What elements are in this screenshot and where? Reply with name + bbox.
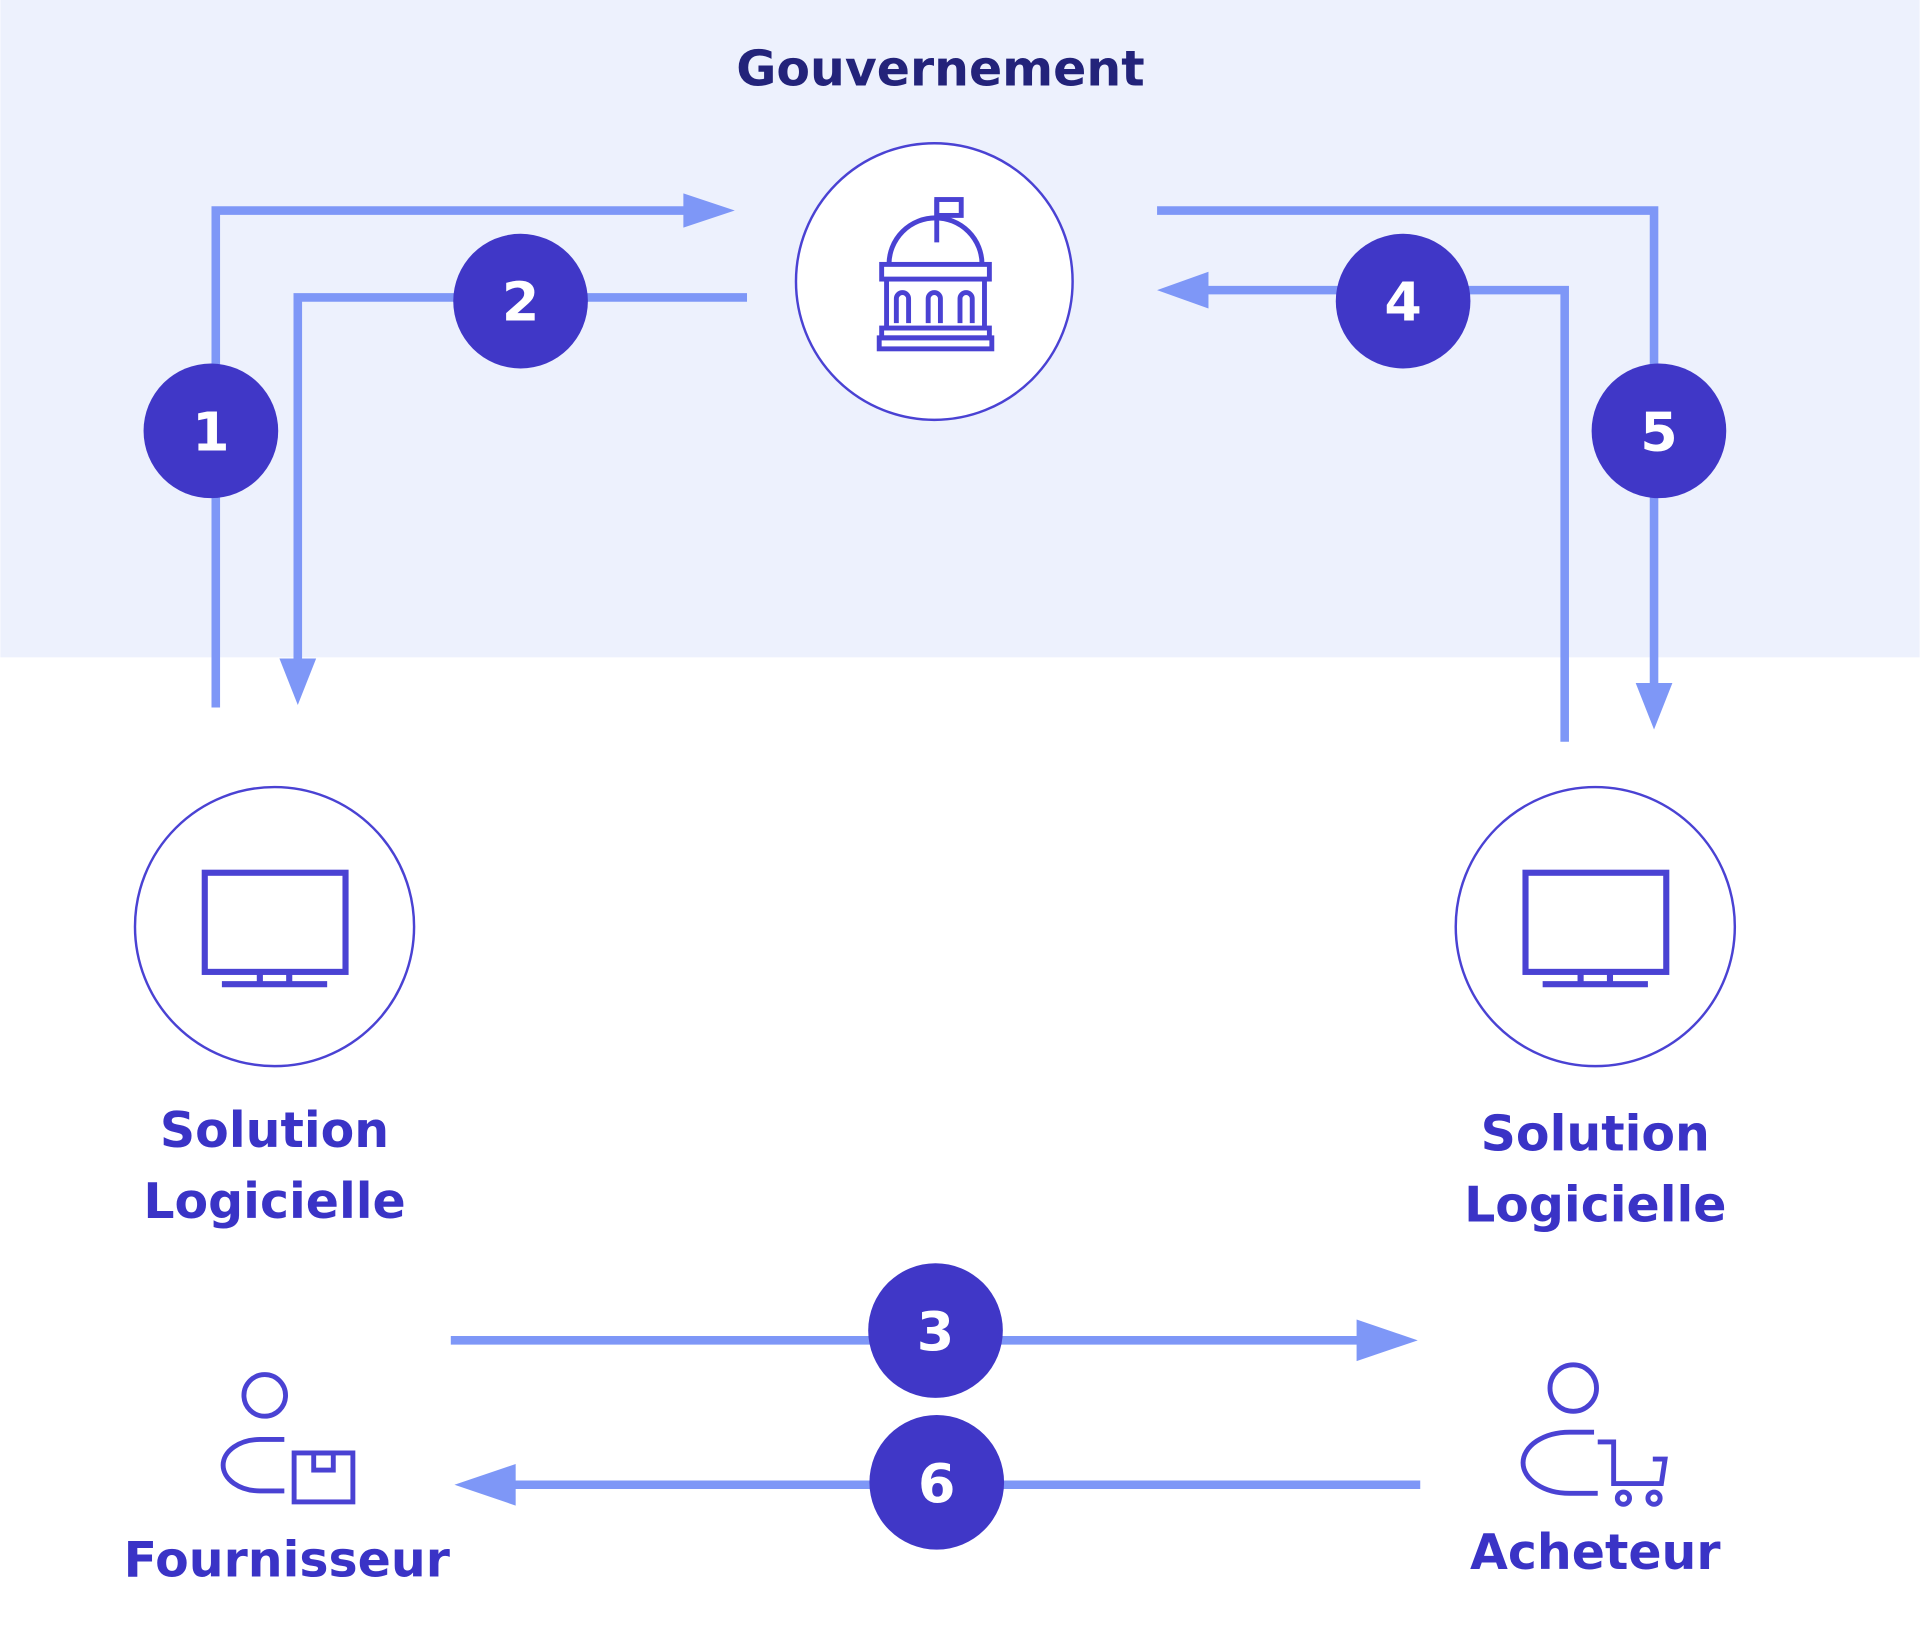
arrow-step-5 bbox=[1157, 206, 1659, 686]
government-node bbox=[794, 141, 1074, 422]
supplier-node: Fournisseur bbox=[124, 1372, 450, 1589]
software-right-label-line2: Logicielle bbox=[1464, 1177, 1726, 1234]
software-left-node: Solution Logicielle bbox=[133, 785, 416, 1230]
arrow-step-4 bbox=[1206, 285, 1569, 742]
step-badge-4: 4 bbox=[1335, 233, 1471, 369]
step-number: 3 bbox=[917, 1300, 954, 1363]
person-with-package-icon bbox=[220, 1372, 356, 1505]
software-right-label-line1: Solution bbox=[1481, 1106, 1710, 1163]
buyer-label: Acheteur bbox=[1470, 1524, 1721, 1581]
arrowhead-step-3 bbox=[1356, 1319, 1418, 1362]
step-number: 4 bbox=[1384, 271, 1421, 334]
supplier-label: Fournisseur bbox=[124, 1532, 450, 1589]
arrowhead-step-4 bbox=[1157, 271, 1209, 309]
step-number: 6 bbox=[918, 1452, 955, 1515]
government-label: Gouvernement bbox=[736, 41, 1144, 98]
step-badge-6: 6 bbox=[869, 1414, 1005, 1550]
arrow-step-2 bbox=[293, 293, 748, 661]
capitol-building-icon bbox=[876, 197, 995, 352]
arrow-step-1 bbox=[211, 206, 686, 708]
step-number: 5 bbox=[1640, 400, 1677, 463]
arrowhead-step-5 bbox=[1635, 683, 1673, 730]
arrowhead-step-2 bbox=[279, 658, 317, 706]
monitor-icon bbox=[201, 869, 349, 988]
step-badge-5: 5 bbox=[1591, 363, 1727, 499]
step-badge-3: 3 bbox=[868, 1263, 1003, 1398]
step-number: 2 bbox=[502, 271, 539, 334]
step-number: 1 bbox=[192, 400, 229, 463]
arrowhead-step-1 bbox=[683, 193, 735, 228]
software-left-label-line2: Logicielle bbox=[143, 1173, 405, 1230]
person-with-cart-icon bbox=[1520, 1362, 1668, 1507]
software-left-label-line1: Solution bbox=[160, 1102, 389, 1159]
arrowhead-step-6 bbox=[454, 1463, 516, 1506]
step-badge-1: 1 bbox=[143, 363, 279, 499]
software-right-node: Solution Logicielle bbox=[1454, 785, 1737, 1234]
step-badge-2: 2 bbox=[453, 233, 588, 369]
buyer-node: Acheteur bbox=[1470, 1362, 1721, 1581]
monitor-icon bbox=[1522, 869, 1670, 988]
